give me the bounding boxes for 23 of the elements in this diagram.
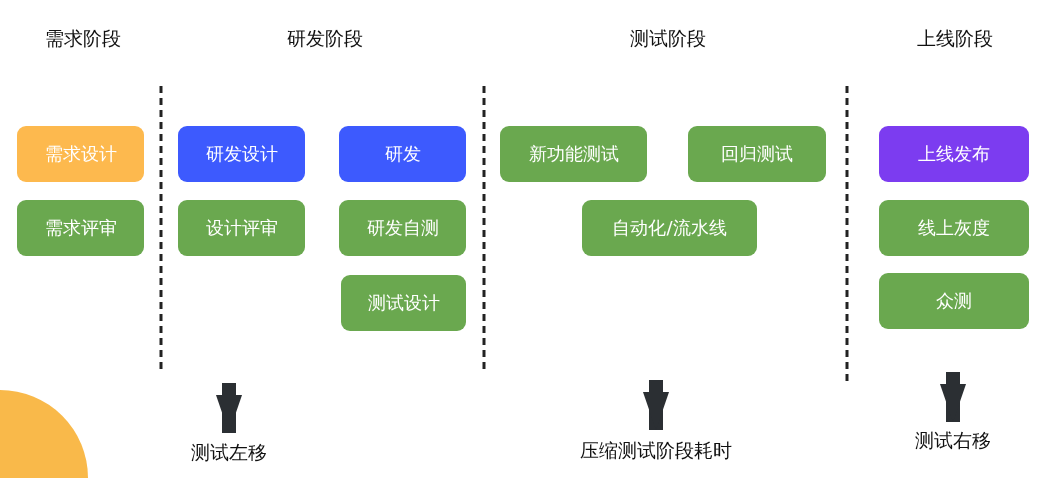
stage-heading: 研发阶段 [287,26,363,51]
arrow [643,380,669,430]
process-box: 研发 [339,126,466,182]
stage-heading: 上线阶段 [917,26,993,51]
process-box: 回归测试 [688,126,826,182]
outcome-text: 测试左移 [191,440,267,466]
outcome-text: 压缩测试阶段耗时 [580,438,732,464]
arrow [940,372,966,422]
process-box: 需求评审 [17,200,144,256]
process-box: 设计评审 [178,200,305,256]
outcome-text: 测试右移 [915,428,991,454]
stage-heading: 需求阶段 [45,26,121,51]
process-box: 新功能测试 [500,126,647,182]
process-box: 线上灰度 [879,200,1029,256]
arrow [216,383,242,433]
process-box: 研发自测 [339,200,466,256]
process-box: 上线发布 [879,126,1029,182]
process-box: 自动化/流水线 [582,200,757,256]
process-box: 众测 [879,273,1029,329]
process-box: 研发设计 [178,126,305,182]
process-box: 测试设计 [341,275,466,331]
stage-heading: 测试阶段 [630,26,706,51]
process-box: 需求设计 [17,126,144,182]
